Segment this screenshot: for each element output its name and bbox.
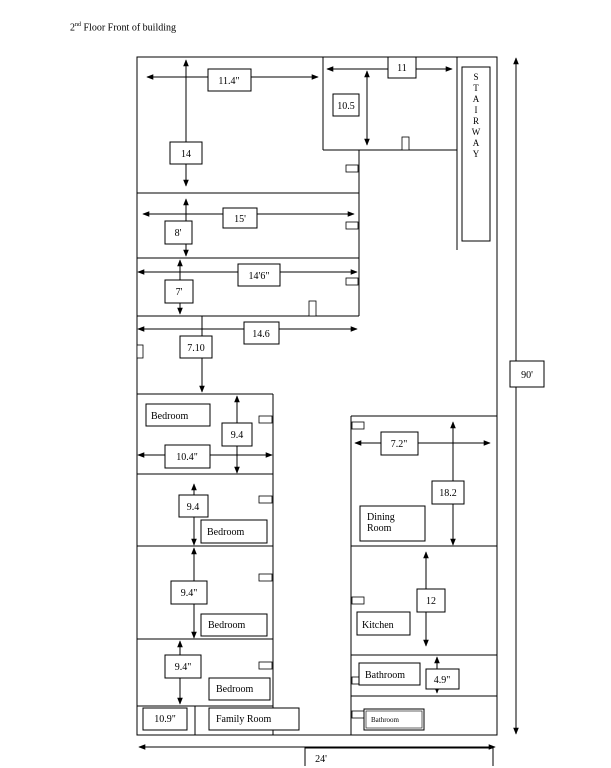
stair-letter: S [473,72,478,82]
room-label: Bathroom [365,670,405,681]
dim-box [221,422,253,447]
dim-box [164,444,211,469]
dim-label: 10.4" [176,452,198,463]
dim-boxes [142,56,545,766]
fixture-marker [351,710,365,719]
fixture-marker [401,136,410,151]
room-label: Bedroom [151,411,188,422]
fixtures [136,136,410,719]
dim-box [170,580,208,605]
dim-label: 9.4" [181,588,198,599]
room-label: Room [367,523,392,534]
dim-label: 14 [181,149,191,160]
dim-label: 90' [521,370,533,381]
dim-box [178,494,209,518]
dim-box [222,207,258,229]
dim-labels: 11.4" 11 10.5 14 15' 8' 14'6" 7' 14.6 7.… [154,63,533,765]
dim-label: 10.5 [337,101,355,112]
dim-box [304,747,494,766]
dim-label: 9.4 [187,502,200,513]
stair-letter: Y [473,149,480,159]
dim-label: 4.9" [434,675,451,686]
walls [136,56,498,736]
dim-label: 12 [426,596,436,607]
fixture-marker [351,421,365,430]
dim-label: 15' [234,214,246,225]
page-title: 2nd Floor Front of building [70,22,176,33]
room-box [200,519,268,544]
room-box [208,677,271,701]
dim-box [237,263,281,287]
dim-label: 14.6 [252,329,270,340]
dim-box [164,220,193,245]
dim-label: 9.4" [175,662,192,673]
dim-box [164,654,202,679]
dim-label: 8' [175,228,182,239]
dim-label: 7.2" [391,439,408,450]
title-text: Floor Front of building [81,22,177,34]
fixture-marker [258,415,273,424]
dim-label: 18.2 [439,488,457,499]
dim-box [179,335,213,359]
stair-letter: T [473,83,479,93]
room-label: Kitchen [362,620,394,631]
dim-label: 14'6" [249,271,270,282]
dim-box [243,321,280,345]
fixture-marker [345,277,359,286]
dim-box [416,588,446,613]
dim-box [207,68,252,92]
room-box-inner [365,710,423,729]
dim-box [431,480,465,505]
fixture-marker [308,300,317,317]
dim-label: 24' [315,754,327,765]
room-label: Bedroom [216,684,253,695]
room-label: Bedroom [207,527,244,538]
fixture-marker [351,596,365,605]
room-labels: Bedroom Bedroom Bedroom Bedroom Family R… [151,411,405,725]
room-label: Bathroom [371,716,400,724]
dim-label: 7' [176,287,183,298]
dim-box [164,279,194,304]
room-boxes [145,403,426,731]
fixture-marker [258,573,273,582]
fixture-marker [345,221,359,230]
room-label: Family Room [216,714,272,725]
stair-letter: A [473,138,480,148]
dim-label: 9.4 [231,430,244,441]
room-box [356,611,411,636]
stair-letter: A [473,94,480,104]
dim-box [387,56,417,79]
stair-letter: R [473,116,479,126]
outer-wall [136,56,498,736]
dim-label: 10.9" [154,714,176,725]
room-box [200,613,268,637]
room-box [145,403,211,427]
room-label: Bedroom [208,620,245,631]
floor-suffix: nd [75,22,81,28]
stair-letter: W [472,127,481,137]
stairway [461,66,491,242]
fixture-marker [258,661,273,670]
dim-label: 11 [397,63,407,74]
dim-box [332,93,360,117]
room-box [359,505,426,542]
dim-label: 7.10 [187,343,205,354]
room-box [208,707,300,731]
dim-box [425,668,460,690]
dim-label: 11.4" [218,76,239,87]
dim-box [142,707,188,731]
dim-box [169,141,203,165]
stairway-label: S T A I R W A Y [472,72,481,159]
room-box [358,662,421,686]
dim-box [380,431,419,456]
floor-number: 2 [70,22,75,34]
room-label: Dining [367,512,395,523]
fixture-marker [136,344,144,359]
dim-box [509,360,545,388]
fixture-marker [258,495,273,504]
stair-letter: I [475,105,478,115]
fixture-marker [345,164,359,173]
